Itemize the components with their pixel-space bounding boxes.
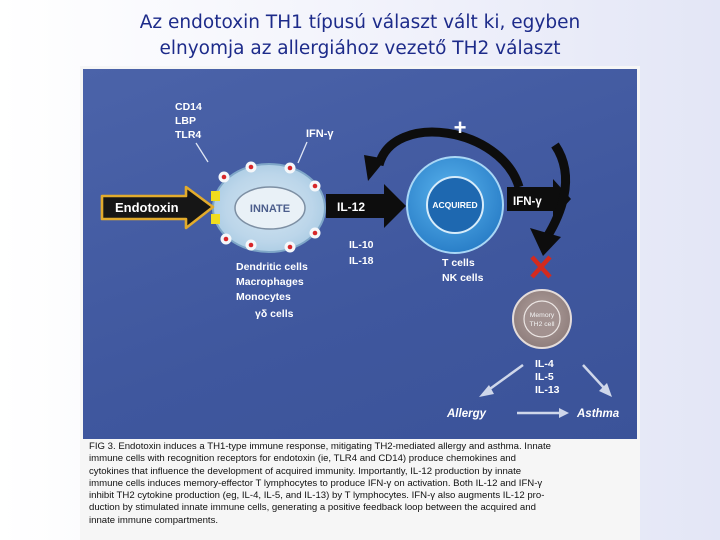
il-12-label: IL-12 (337, 200, 365, 214)
innate-cell-granules (218, 161, 321, 253)
cell-type-t-cells: T cells (442, 257, 475, 269)
block-x-icon (530, 255, 552, 279)
ifn-gamma-right-label: IFN-γ (513, 196, 542, 208)
receptor-label-tlr4: TLR4 (175, 129, 201, 141)
cell-type-dendritic: Dendritic cells (236, 261, 308, 273)
caption-line-5: inhibit TH2 cytokine production (eg, IL-… (89, 490, 545, 502)
cell-type-monocytes: Monocytes (236, 291, 291, 303)
arrow-allergy-to-asthma-head (559, 408, 569, 418)
asthma-label: Asthma (576, 408, 620, 420)
inhibition-arrow-head (530, 228, 561, 256)
plus-sign: + (454, 115, 467, 140)
il-18-label: IL-18 (349, 255, 374, 267)
innate-cell-nucleus (234, 186, 306, 230)
inhibition-arrow (543, 142, 571, 240)
arrow-to-allergy (486, 363, 524, 393)
acquired-label: ACQUIRED (432, 200, 477, 210)
receptor-marker-upper (211, 191, 220, 201)
il-12-arrow (326, 184, 406, 228)
slide-title-line-1: Az endotoxin TH1 típusú választ vált ki,… (139, 12, 581, 33)
figure-caption: FIG 3. Endotoxin induces a TH1-type immu… (89, 441, 637, 527)
memory-th2-cell-nucleus (523, 300, 561, 338)
cell-type-gamma-delta: γδ cells (255, 308, 294, 320)
il-10-label: IL-10 (349, 239, 374, 251)
receptor-label-cd14: CD14 (175, 101, 202, 113)
cell-type-nk-cells: NK cells (442, 272, 484, 284)
allergy-label: Allergy (446, 408, 487, 420)
receptor-marker-lower (211, 214, 220, 224)
caption-line-6: duction by stimulated innate immune cell… (89, 502, 536, 514)
receptor-pointer-line (195, 142, 209, 163)
receptor-label-lbp: LBP (175, 115, 196, 127)
figure: CD14 LBP TLR4 IFN-γ INNATE (80, 66, 640, 540)
ifn-gamma-pointer-line (297, 141, 308, 164)
caption-line-3: cytokines that influence the development… (89, 465, 522, 477)
ifn-gamma-top-label: IFN-γ (306, 128, 334, 140)
il-5-label: IL-5 (535, 371, 554, 383)
arrow-to-asthma-head (599, 383, 612, 397)
feedback-arrow-head (364, 155, 386, 181)
endotoxin-label: Endotoxin (115, 200, 179, 215)
cell-type-macrophages: Macrophages (236, 276, 304, 288)
innate-label: INNATE (250, 203, 290, 215)
th2-cell-label: TH2 cell (530, 321, 555, 328)
ifn-gamma-right-arrow (507, 179, 571, 219)
arrow-to-allergy-head (479, 385, 494, 397)
immune-diagram: CD14 LBP TLR4 IFN-γ INNATE (100, 101, 620, 420)
slide-title-line-2: elnyomja az allergiához vezető TH2 válas… (159, 38, 561, 59)
caption-line-2: immune cells with recognition receptors … (89, 453, 516, 465)
caption-line-1: FIG 3. Endotoxin induces a TH1-type immu… (89, 441, 551, 452)
feedback-arrow (374, 127, 524, 189)
arrow-to-asthma (582, 364, 606, 390)
il-4-label: IL-4 (535, 358, 554, 370)
endotoxin-arrow (100, 185, 215, 230)
il-13-label: IL-13 (535, 384, 560, 396)
diagram-panel: CD14 LBP TLR4 IFN-γ INNATE (83, 69, 637, 439)
memory-label: Memory (530, 312, 555, 319)
acquired-cell-nucleus (426, 176, 484, 234)
caption-line-4: immune cells induces memory-effector T l… (89, 477, 543, 489)
caption-line-7: innate immune compartments. (89, 514, 219, 526)
